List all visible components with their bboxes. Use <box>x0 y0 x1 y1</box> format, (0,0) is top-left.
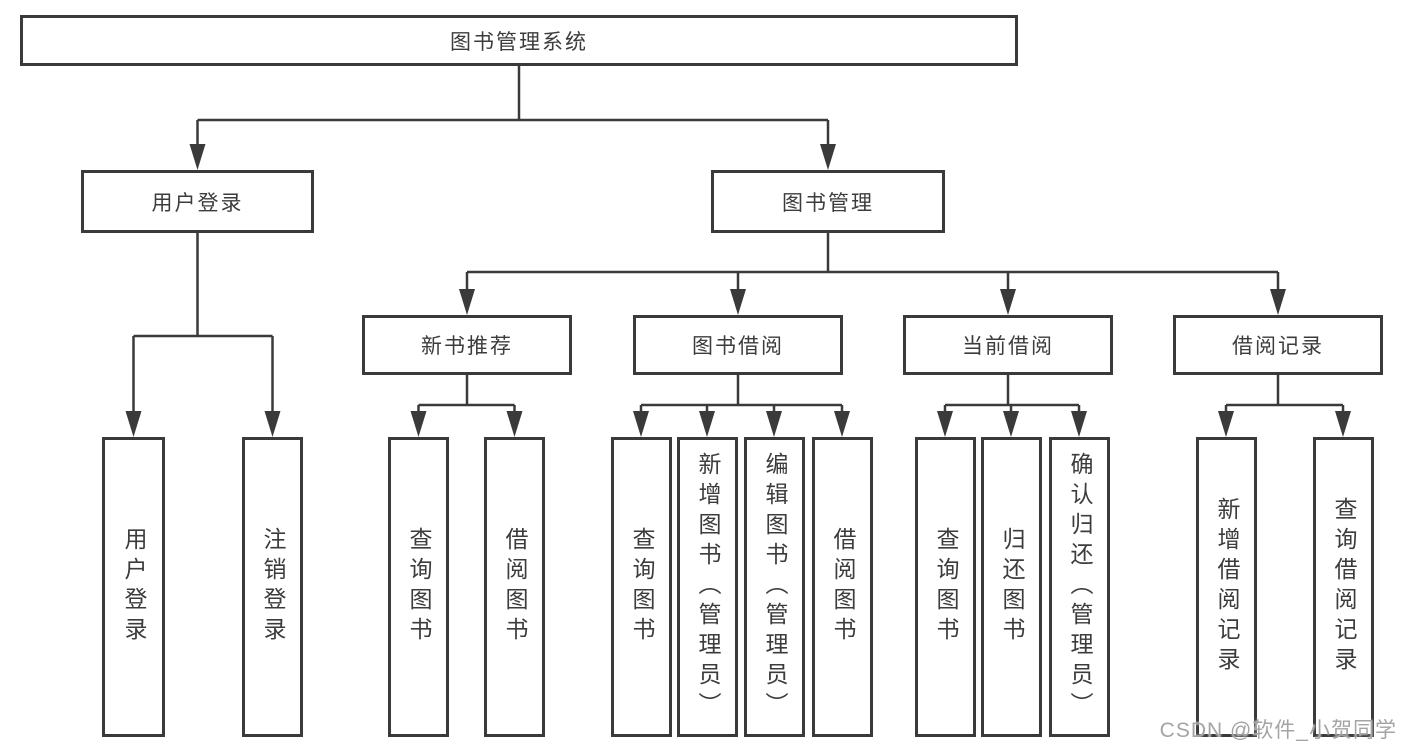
leaf-borrow-add-books-admin: 新增图书（管理员） <box>677 437 738 737</box>
node-root-library-system: 图书管理系统 <box>20 15 1018 66</box>
node-label: 图书管理 <box>782 191 874 215</box>
node-label: 图书管理系统 <box>450 30 588 54</box>
leaf-label: 查询图书 <box>406 527 432 647</box>
node-label: 新书推荐 <box>421 335 513 358</box>
leaf-user-login: 用户登录 <box>102 437 165 737</box>
leaf-records-add-record: 新增借阅记录 <box>1196 437 1257 737</box>
node-book-management: 图书管理 <box>711 170 945 233</box>
leaf-label: 查询图书 <box>933 527 959 647</box>
node-user-login: 用户登录 <box>81 170 314 233</box>
leaf-label: 注销登录 <box>260 527 286 647</box>
leaf-borrow-edit-books-admin: 编辑图书（管理员） <box>744 437 805 737</box>
leaf-newbook-borrow-books: 借阅图书 <box>484 437 545 737</box>
leaf-label: 借阅图书 <box>502 527 528 647</box>
leaf-label: 用户登录 <box>121 527 147 647</box>
leaf-borrow-query-books: 查询图书 <box>611 437 672 737</box>
csdn-watermark: CSDN @软件_小贺同学 <box>1159 719 1397 742</box>
node-current-borrowing: 当前借阅 <box>903 315 1113 375</box>
leaf-borrow-borrow-books: 借阅图书 <box>812 437 873 737</box>
leaf-newbook-query-books: 查询图书 <box>388 437 449 737</box>
leaf-label: 归还图书 <box>999 527 1025 647</box>
leaf-logout: 注销登录 <box>242 437 303 737</box>
node-new-book-recommend: 新书推荐 <box>362 315 572 375</box>
node-label: 当前借阅 <box>962 335 1054 358</box>
leaf-label: 新增图书（管理员） <box>695 452 721 722</box>
leaf-label: 编辑图书（管理员） <box>762 452 788 722</box>
leaf-current-query-books: 查询图书 <box>915 437 976 737</box>
leaf-label: 查询图书 <box>629 527 655 647</box>
leaf-current-confirm-return-admin: 确认归还（管理员） <box>1049 437 1110 737</box>
leaf-current-return-books: 归还图书 <box>981 437 1042 737</box>
node-label: 借阅记录 <box>1232 335 1324 358</box>
node-book-borrowing: 图书借阅 <box>633 315 843 375</box>
leaf-label: 确认归还（管理员） <box>1067 452 1093 722</box>
leaf-label: 借阅图书 <box>830 527 856 647</box>
node-label: 用户登录 <box>151 191 244 215</box>
leaf-label: 新增借阅记录 <box>1214 497 1240 677</box>
leaf-records-query-record: 查询借阅记录 <box>1313 437 1374 737</box>
node-label: 图书借阅 <box>692 335 784 358</box>
leaf-label: 查询借阅记录 <box>1331 497 1357 677</box>
node-borrowing-records: 借阅记录 <box>1173 315 1383 375</box>
